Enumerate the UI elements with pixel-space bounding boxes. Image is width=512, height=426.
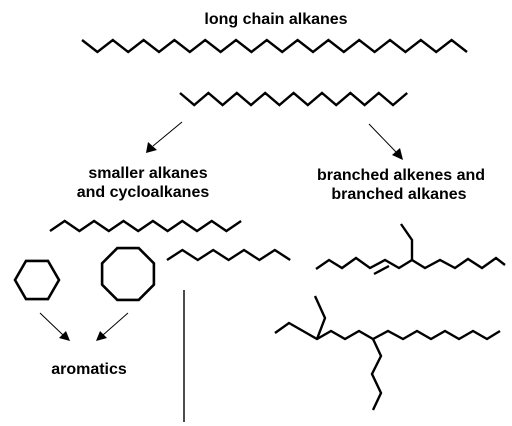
arrow-to-smaller-alkanes xyxy=(146,121,183,153)
arrow-to-branched-alkenes xyxy=(368,123,403,160)
cyclooctane-ring xyxy=(100,246,156,302)
arrow-hexagon-to-aromatics xyxy=(39,312,70,341)
branched-alkane-upper-branch xyxy=(313,295,327,340)
right-title-line1: branched alkenes and xyxy=(317,167,485,184)
branched-alkene xyxy=(315,223,506,276)
cyclohexane-ring xyxy=(13,259,61,301)
long-chain-alkane-second xyxy=(179,91,408,107)
branched-alkane-lower-branch xyxy=(370,338,383,411)
smaller-alkane-chain xyxy=(49,219,242,233)
branched-alkene-main-chain xyxy=(315,256,506,270)
long-chain-alkane-top xyxy=(81,38,468,54)
right-title-line2: branched alkanes xyxy=(331,186,466,203)
branched-alkane-main-chain xyxy=(274,321,501,341)
branched-alkane xyxy=(274,295,501,411)
left-title-line2: and cycloalkanes xyxy=(77,184,210,201)
arrow-octagon-to-aromatics xyxy=(96,312,129,341)
aromatics-label: aromatics xyxy=(51,361,127,378)
branched-alkene-branch xyxy=(400,223,414,260)
short-alkane-chain xyxy=(166,248,291,262)
branched-alkene-double-bond xyxy=(373,264,390,276)
top-title: long chain alkanes xyxy=(204,11,347,28)
left-title-line1: smaller alkanes xyxy=(88,165,207,182)
